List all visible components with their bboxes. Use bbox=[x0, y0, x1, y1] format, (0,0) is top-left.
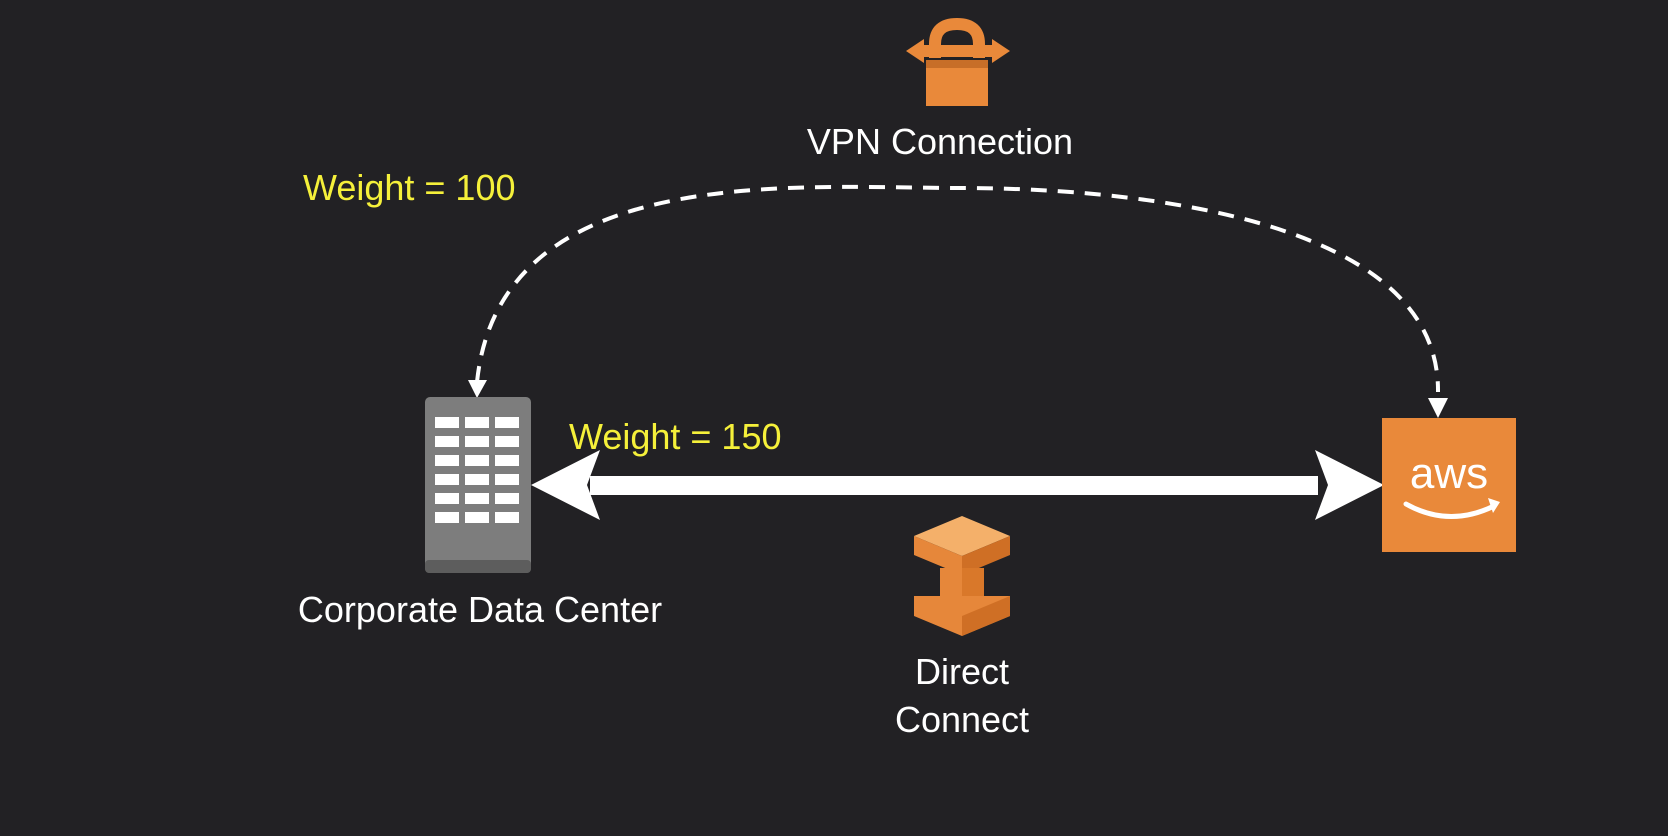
building-window bbox=[465, 493, 489, 504]
building-window bbox=[465, 436, 489, 447]
building-window bbox=[435, 474, 459, 485]
direct-connect-icon bbox=[914, 516, 1010, 636]
aws-logo-text: aws bbox=[1410, 449, 1488, 498]
building-window bbox=[465, 512, 489, 523]
building-window bbox=[435, 436, 459, 447]
building-window bbox=[495, 455, 519, 466]
direct-connect-label-line2: Connect bbox=[894, 699, 1030, 740]
direct-connect-arrow bbox=[531, 450, 1384, 520]
direct-connect-label-line1: Direct bbox=[914, 651, 1009, 692]
building-window bbox=[435, 512, 459, 523]
building-window bbox=[495, 436, 519, 447]
building-window bbox=[435, 455, 459, 466]
vpn-connection-label: VPN Connection bbox=[806, 121, 1074, 162]
aws-logo-icon: aws bbox=[1382, 418, 1516, 552]
vpn-arrowhead-right bbox=[1428, 398, 1448, 418]
corporate-data-center-label: Corporate Data Center bbox=[297, 589, 663, 630]
vpn-lock-icon bbox=[906, 17, 1010, 106]
building-window bbox=[435, 493, 459, 504]
building-window bbox=[495, 512, 519, 523]
building-window bbox=[465, 455, 489, 466]
direct-connect-weight-label: Weight = 150 bbox=[569, 416, 782, 457]
building-window bbox=[465, 474, 489, 485]
building-window bbox=[495, 474, 519, 485]
vpn-arrowhead-left bbox=[468, 380, 487, 398]
vpn-weight-label: Weight = 100 bbox=[303, 167, 516, 208]
building-window bbox=[495, 417, 519, 428]
building-window bbox=[435, 417, 459, 428]
building-window bbox=[495, 493, 519, 504]
building-window bbox=[465, 417, 489, 428]
vpn-dashed-path bbox=[475, 184, 1441, 393]
building-icon bbox=[425, 397, 531, 573]
